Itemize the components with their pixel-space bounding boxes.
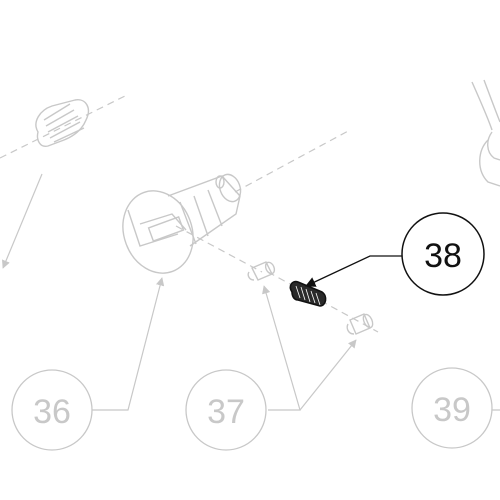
callout-circle-36	[11, 369, 93, 451]
spring-part-top-left	[35, 99, 90, 147]
callout-label-36: 36	[33, 393, 71, 431]
callout-circle-37	[185, 369, 267, 451]
callout-label-38: 38	[424, 237, 462, 275]
spring-part-38	[289, 280, 327, 307]
callout-38[interactable]: 38	[401, 212, 485, 296]
callout-label-39: 39	[433, 391, 471, 429]
pin-part-lower	[346, 313, 374, 335]
callout-label-37: 37	[207, 393, 245, 431]
pin-part-upper	[247, 261, 276, 281]
plunger-part	[122, 173, 242, 274]
leader-line-36-main	[92, 277, 165, 411]
leader-line-36	[2, 173, 43, 269]
callout-39[interactable]: 39	[411, 367, 493, 449]
leader-line-37-a	[262, 285, 301, 411]
leader-line-38	[305, 255, 402, 287]
callout-37[interactable]: 37	[185, 369, 267, 451]
callout-circle-39	[411, 367, 493, 449]
callout-36[interactable]: 36	[11, 369, 93, 451]
leader-line-37-b	[299, 339, 357, 411]
mechanism-part-top-right	[471, 79, 500, 187]
callout-circle-38	[401, 212, 485, 296]
leader-lines	[2, 173, 500, 411]
